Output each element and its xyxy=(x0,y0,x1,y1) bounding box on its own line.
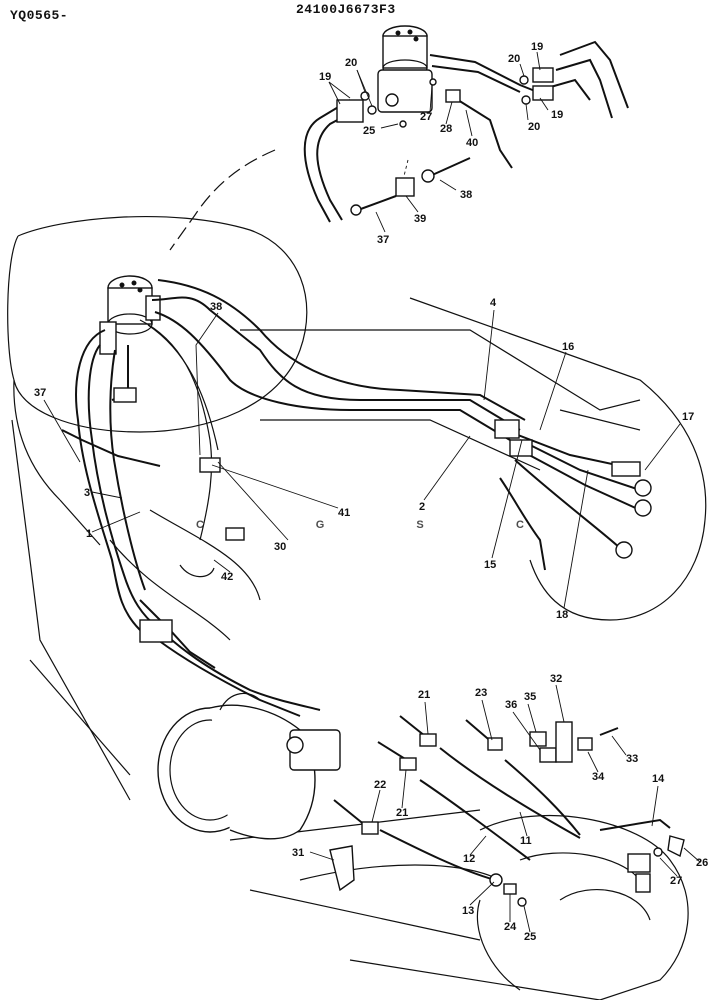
inset-detail xyxy=(303,25,629,223)
callout: 15 xyxy=(484,559,496,571)
machine-outline xyxy=(7,149,707,1000)
drum-assembly xyxy=(157,692,341,840)
callout: 31 xyxy=(292,847,304,859)
callout: 25 xyxy=(363,125,375,137)
callout: 42 xyxy=(221,571,233,583)
callout: 28 xyxy=(440,123,452,135)
steering-unit xyxy=(99,275,161,403)
callout: 14 xyxy=(652,773,665,785)
callout: 19 xyxy=(319,71,331,83)
callout: 38 xyxy=(460,189,472,201)
callout: 20 xyxy=(528,121,540,133)
callout: 2 xyxy=(419,501,425,513)
callout: 36 xyxy=(505,699,517,711)
callout: 19 xyxy=(531,41,543,53)
leader-lines xyxy=(43,51,701,933)
callout: 19 xyxy=(551,109,563,121)
callout: 34 xyxy=(592,771,605,783)
callout: 27 xyxy=(420,111,432,123)
watermark-letter: C xyxy=(516,519,524,531)
callout: 25 xyxy=(524,931,536,943)
callout: 11 xyxy=(520,835,532,847)
callout: 12 xyxy=(463,853,475,865)
watermark-letter: G xyxy=(316,519,325,531)
callout: 39 xyxy=(414,213,426,225)
callout: 35 xyxy=(524,691,536,703)
callout-labels: 19 20 20 19 19 27 28 40 25 38 39 37 20 1… xyxy=(34,41,708,943)
callout: 27 xyxy=(670,875,682,887)
drawing-number: 24100J6673F3 xyxy=(296,2,396,17)
callout: 37 xyxy=(377,234,389,246)
callout: 26 xyxy=(696,857,708,869)
callout: 40 xyxy=(466,137,478,149)
callout: 30 xyxy=(274,541,286,553)
callout: 4 xyxy=(490,297,497,309)
callout: 22 xyxy=(374,779,386,791)
callout: 17 xyxy=(682,411,694,423)
watermark-letter: S xyxy=(416,519,423,531)
callout: 13 xyxy=(462,905,474,917)
callout: 37 xyxy=(34,387,46,399)
hose-routing xyxy=(61,279,641,717)
watermark-letter: C xyxy=(196,519,204,531)
right-fittings xyxy=(494,419,652,559)
callout: 33 xyxy=(626,753,638,765)
callout: 18 xyxy=(556,609,568,621)
callout: 24 xyxy=(504,921,517,933)
callout: 23 xyxy=(475,687,487,699)
callout: 20 xyxy=(508,53,520,65)
callout: 3 xyxy=(84,487,90,499)
callout: 16 xyxy=(562,341,574,353)
callout: 38 xyxy=(210,301,222,313)
callout: 20 xyxy=(345,57,357,69)
callout: 1 xyxy=(86,528,92,540)
diagram-code: YQ0565- xyxy=(10,8,69,23)
callout: 32 xyxy=(550,673,562,685)
callout: 21 xyxy=(418,689,430,701)
callout: 21 xyxy=(396,807,408,819)
mid-couplings xyxy=(139,457,245,643)
lower-loose-parts xyxy=(329,715,685,907)
callout: 41 xyxy=(338,507,350,519)
